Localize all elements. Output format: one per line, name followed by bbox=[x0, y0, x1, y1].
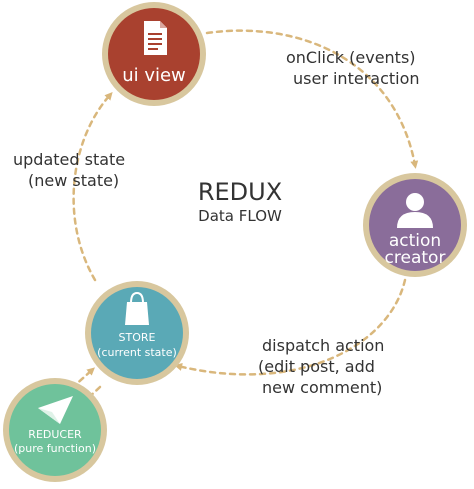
edge-onclick-line2: user interaction bbox=[293, 69, 420, 88]
ui-view-label: ui view bbox=[122, 65, 186, 86]
document-icon bbox=[144, 21, 167, 55]
edge-updated-line1: updated state bbox=[13, 150, 125, 169]
node-reducer: REDUCER (pure function) bbox=[3, 378, 107, 482]
arrow-uiview-to-action bbox=[205, 29, 419, 169]
node-ui-view: ui view bbox=[102, 2, 206, 106]
action-creator-label-line2: creator bbox=[385, 248, 446, 268]
arrow-store-to-uiview bbox=[72, 92, 113, 282]
store-circle bbox=[91, 287, 183, 379]
diagram-title: REDUX bbox=[198, 178, 282, 206]
reducer-circle bbox=[9, 384, 101, 476]
edge-updated-line2: (new state) bbox=[28, 171, 119, 190]
diagram-subtitle: Data FLOW bbox=[198, 207, 282, 225]
paper-plane-icon bbox=[38, 396, 73, 424]
node-store: STORE (current state) bbox=[85, 281, 189, 385]
edge-dispatch-line1: dispatch action bbox=[262, 336, 384, 355]
edge-dispatch-line3: new comment) bbox=[262, 378, 382, 397]
arrow-action-to-store bbox=[174, 278, 407, 376]
edge-dispatch-line2: (edit post, add bbox=[258, 357, 375, 376]
store-label-line1: STORE bbox=[119, 331, 156, 344]
reducer-label-line2: (pure function) bbox=[14, 442, 96, 455]
edge-onclick-line1: onClick (events) bbox=[286, 48, 416, 67]
reducer-label-line1: REDUCER bbox=[28, 428, 82, 441]
shopping-bag-icon bbox=[125, 291, 149, 325]
action-creator-label-line1: action bbox=[389, 231, 441, 251]
user-icon bbox=[397, 193, 433, 228]
node-action-creator: action creator bbox=[363, 173, 467, 277]
store-label-line2: (current state) bbox=[97, 346, 177, 359]
flow-connectors bbox=[70, 29, 419, 403]
